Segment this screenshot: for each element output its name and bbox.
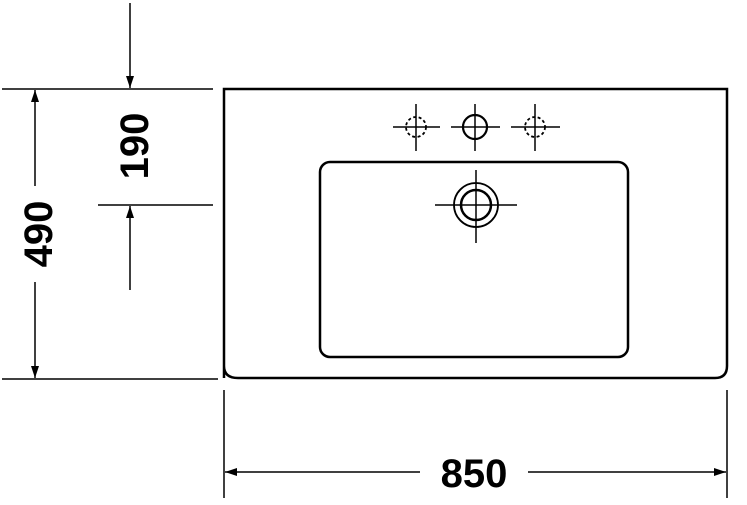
tap-hole-center-icon [451, 104, 500, 151]
dimension-190: 190 [113, 3, 157, 290]
tap-hole-right-icon [511, 104, 560, 151]
basin-bowl [318, 160, 630, 359]
dimension-850-label: 850 [441, 452, 508, 496]
basin-outline [222, 87, 729, 380]
dimension-850: 850 [223, 390, 728, 498]
dimension-490-label: 490 [17, 201, 61, 268]
dimension-190-label: 190 [113, 113, 157, 180]
drain-icon [435, 170, 517, 243]
tap-hole-left-icon [393, 104, 440, 151]
dimension-490: 490 [17, 90, 61, 378]
